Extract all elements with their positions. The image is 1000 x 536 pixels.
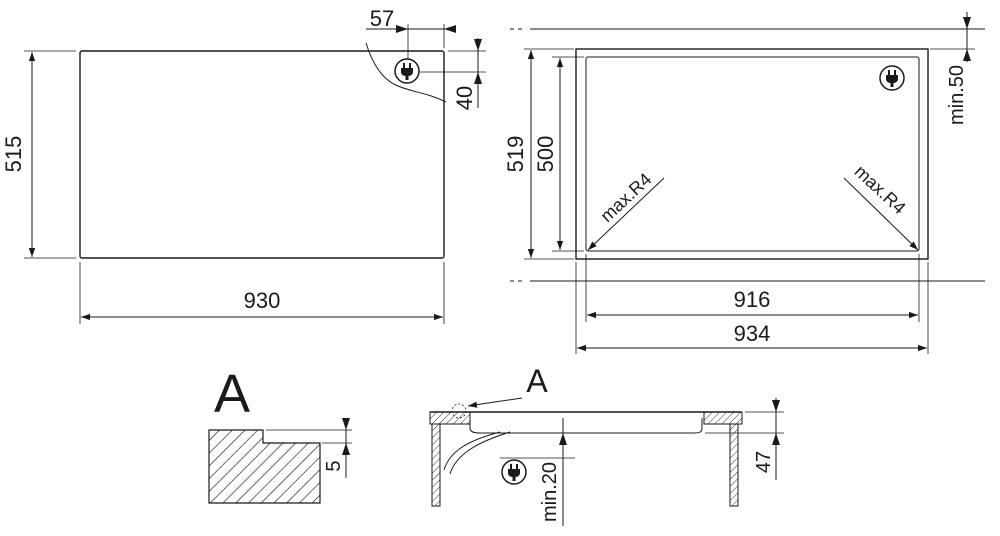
detail-letter: A — [214, 364, 250, 424]
radius-label-right: max.R4 — [851, 161, 910, 218]
radius-label-left: max.R4 — [596, 169, 655, 226]
top-view: 515 930 57 40 — [1, 6, 486, 324]
height-dimension-label: 515 — [1, 136, 26, 173]
section-clearance-label: min.20 — [539, 462, 561, 522]
outer-height-label: 519 — [503, 136, 528, 173]
cabinet-wall-left — [431, 423, 441, 507]
cabinet-wall-right — [729, 423, 739, 507]
outer-frame-outline — [575, 48, 929, 260]
callout-circle — [451, 403, 467, 419]
hob-body — [469, 418, 703, 434]
hob-outline — [79, 50, 445, 259]
inner-cutout-outline — [585, 56, 920, 252]
radius-leader-left — [587, 177, 665, 251]
radius-leader-right — [843, 177, 919, 251]
plug-icon-section — [501, 459, 527, 485]
detail-step-label: 5 — [323, 460, 345, 471]
outer-width-label: 934 — [734, 321, 771, 346]
plug-offset-y-label: 40 — [452, 86, 477, 110]
power-cable — [365, 42, 447, 103]
depth-label: 47 — [753, 451, 775, 473]
worktop-left — [429, 411, 471, 425]
plug-icon — [394, 58, 420, 84]
section-power-cable — [443, 431, 501, 471]
clearance-label: min.50 — [946, 65, 968, 125]
cutout-view: 519 500 916 934 min.50 max.R4 max.R4 — [503, 12, 985, 354]
inner-height-label: 500 — [533, 136, 558, 173]
section-view: A 47 min.20 — [429, 363, 784, 526]
detail-a: A 5 — [208, 364, 352, 504]
callout-letter: A — [526, 363, 548, 399]
inner-width-label: 916 — [734, 287, 771, 312]
worktop-right — [703, 411, 743, 425]
plug-offset-x-label: 57 — [370, 6, 394, 31]
detail-hatched-profile — [208, 429, 321, 504]
plug-icon-cutout — [879, 65, 905, 91]
width-dimension-label: 930 — [244, 288, 281, 313]
